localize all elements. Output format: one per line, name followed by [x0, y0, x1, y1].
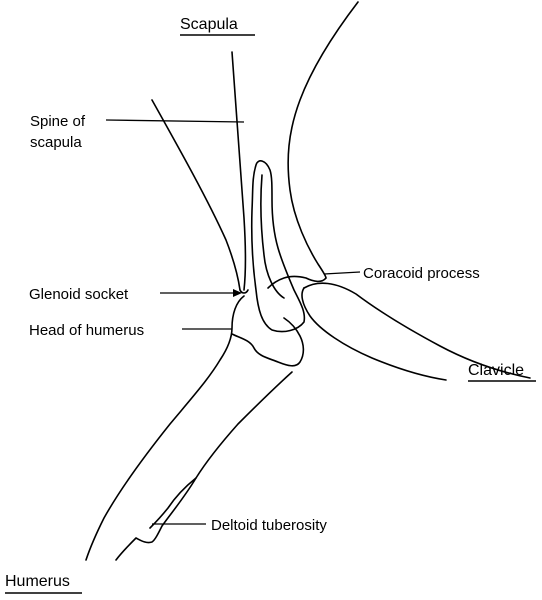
- scapula-left-edge: [151, 99, 241, 291]
- scapula-edge: [231, 51, 247, 291]
- clavicle-label: Clavicle: [468, 362, 524, 379]
- leader-lines: [105, 119, 361, 525]
- spine-label-line1: Spine of: [30, 113, 86, 130]
- spine-loop: [250, 160, 306, 333]
- deltoid-ridge: [149, 477, 197, 529]
- clavicle-upper: [303, 282, 531, 379]
- acromion-curve: [287, 1, 359, 279]
- glenoid-arrowhead: [233, 289, 242, 297]
- spine-label-line2: scapula: [30, 134, 82, 151]
- glenoid-rim: [239, 289, 249, 294]
- coracoid-tip: [267, 275, 327, 289]
- clavicle-lower: [301, 287, 447, 381]
- humerus-label: Humerus: [5, 573, 70, 590]
- humerus-head-lower: [231, 317, 305, 367]
- scapula-label: Scapula: [180, 16, 238, 33]
- coracoid-label: Coracoid process: [363, 265, 480, 282]
- head-label: Head of humerus: [29, 322, 144, 339]
- coracoid-leader: [323, 271, 361, 275]
- spine-leader: [105, 119, 245, 123]
- humerus-head: [85, 295, 245, 561]
- humerus-shaft: [115, 371, 293, 561]
- deltoid-label: Deltoid tuberosity: [211, 517, 327, 534]
- labels: Scapula Spine of scapula Coracoid proces…: [5, 16, 536, 594]
- spine-groove: [260, 174, 285, 299]
- glenoid-label: Glenoid socket: [29, 286, 129, 303]
